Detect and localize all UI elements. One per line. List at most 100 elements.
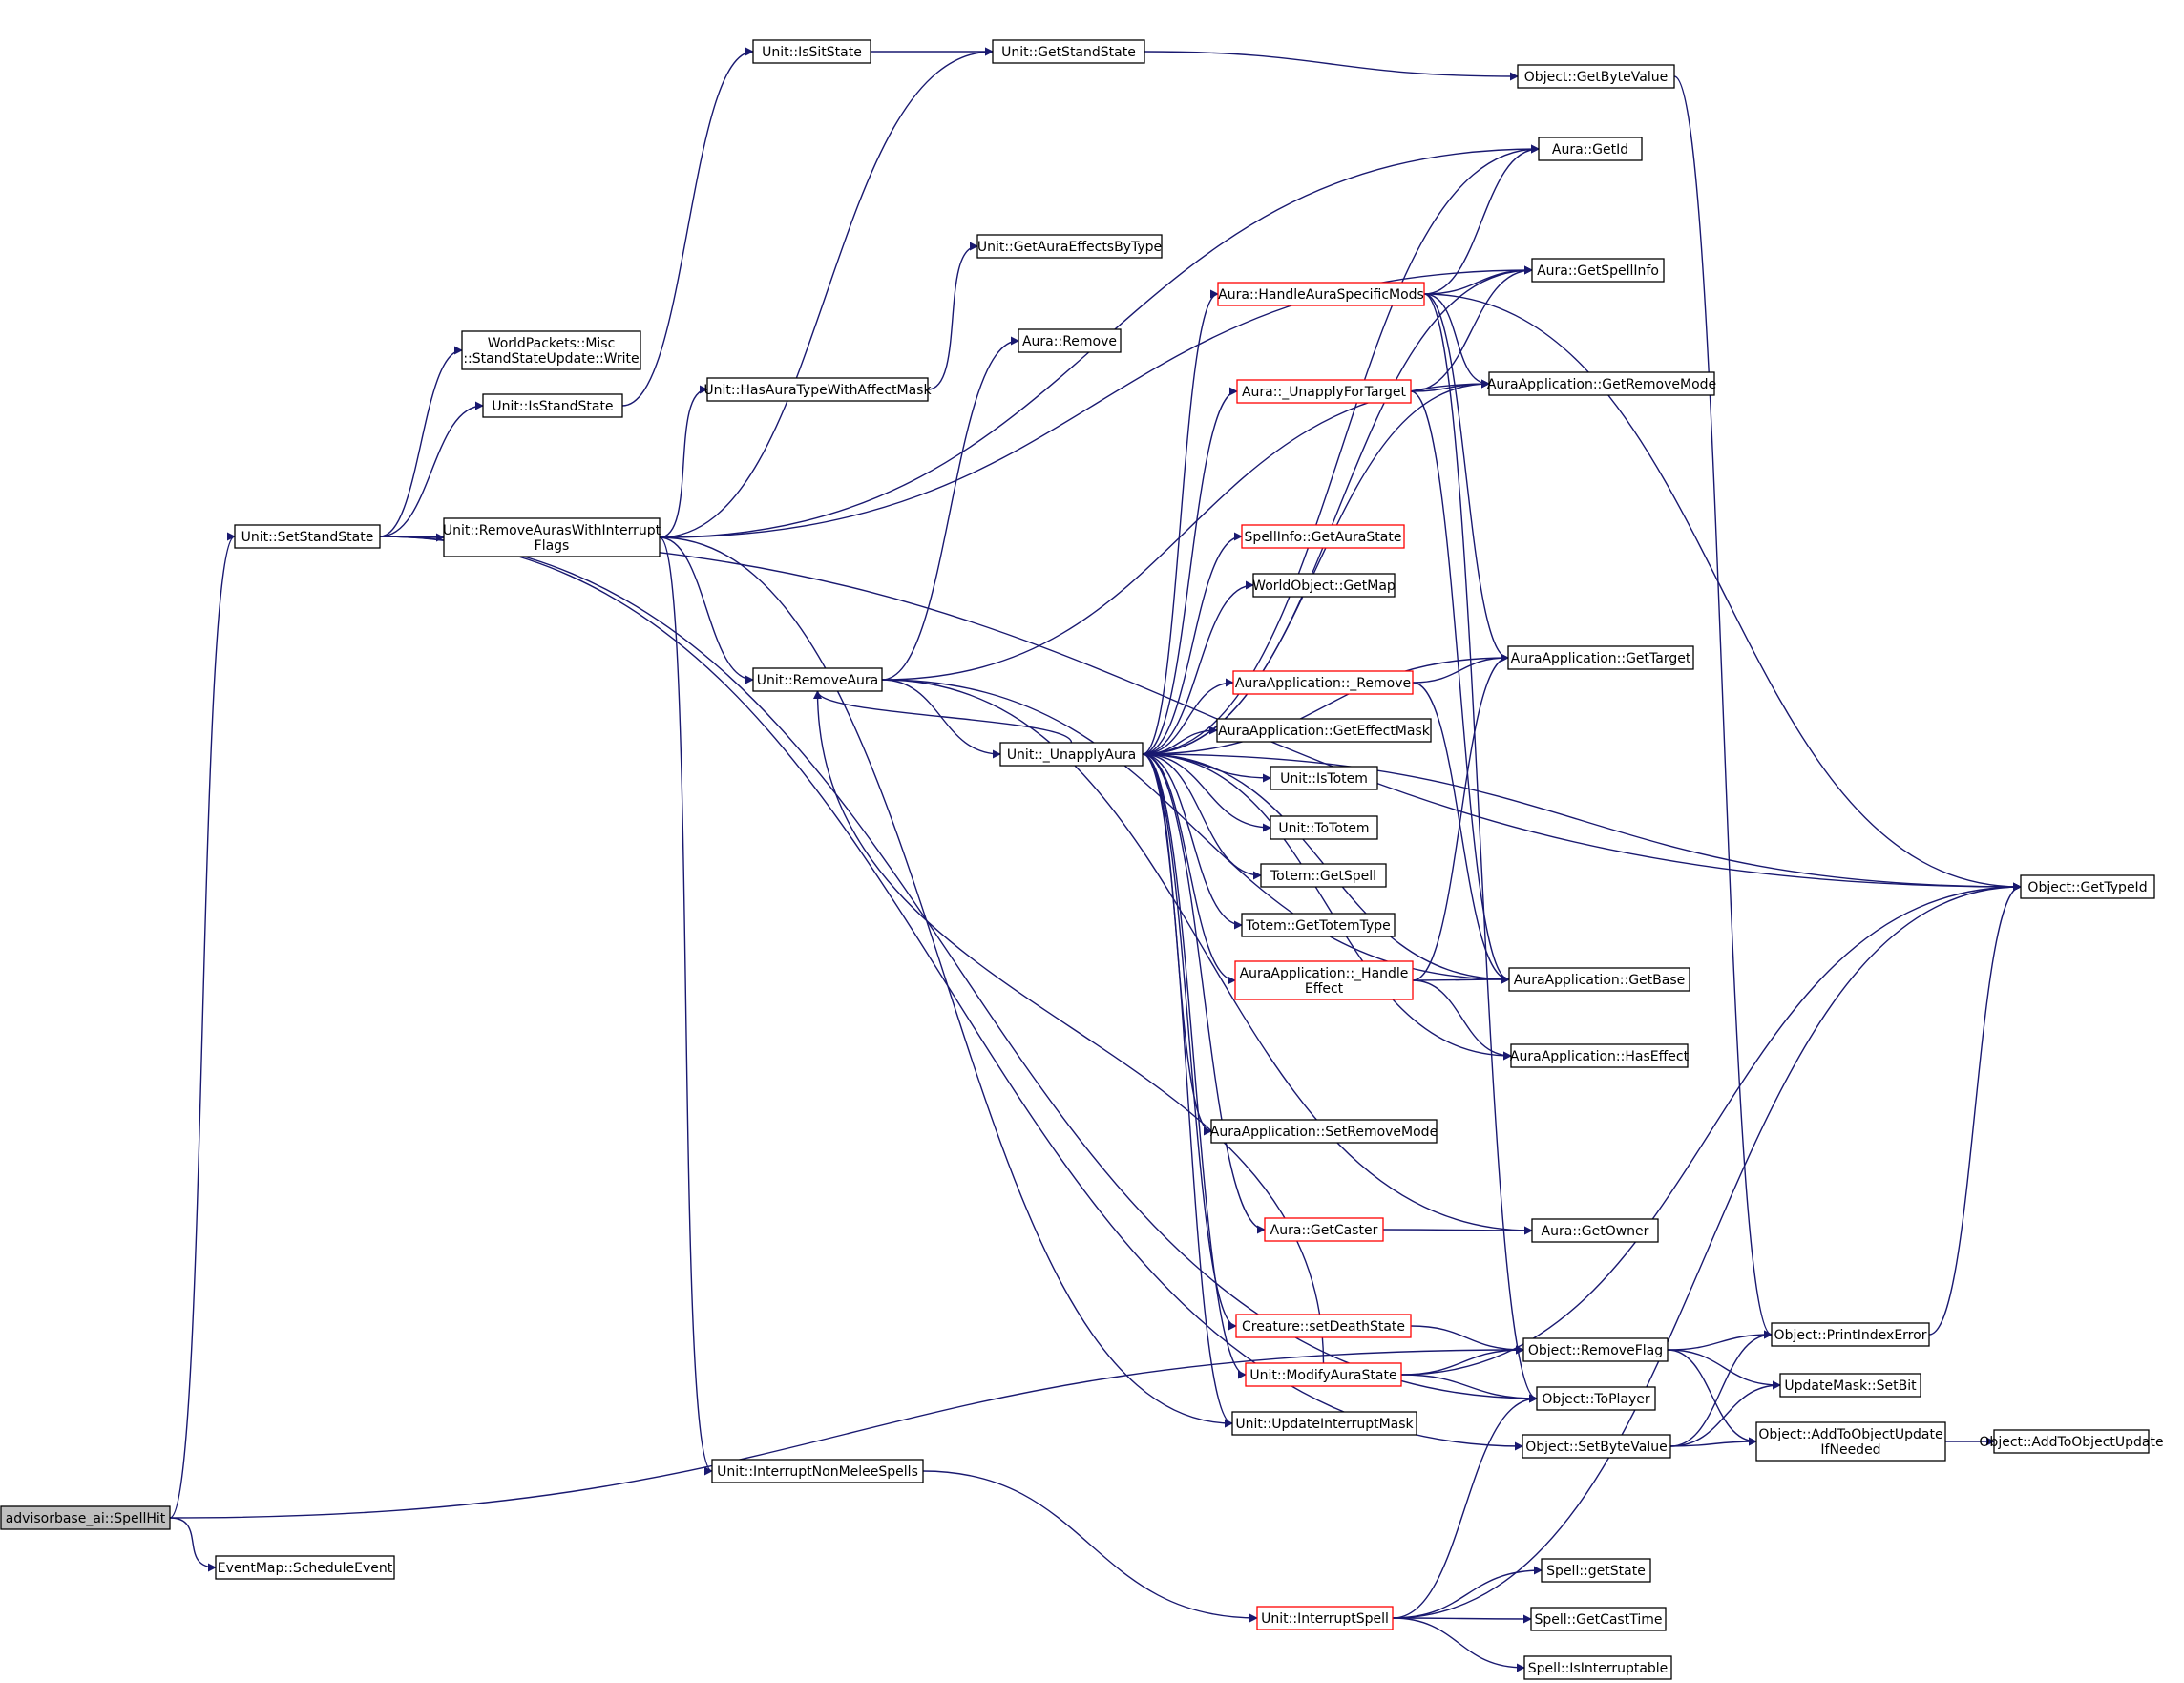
node-isinterruptable[interactable]: Spell::IsInterruptable (1523, 1655, 1672, 1680)
edge-removeflags-to-updatemask (659, 536, 1233, 1428)
node-box (1517, 64, 1675, 89)
edge-setstand-to-isstand (379, 401, 484, 537)
node-totemtype[interactable]: Totem::GetTotemType (1241, 913, 1396, 937)
node-label: Unit::ModifyAuraState (1250, 1368, 1396, 1383)
node-spellhit[interactable]: advisorbase_ai::SpellHit (0, 1505, 171, 1530)
edge-setstand-to-gettypeid (379, 536, 2022, 892)
node-printindex[interactable]: Object::PrintIndexError (1771, 1322, 1930, 1347)
node-aaeffectmask[interactable]: AuraApplication::GetEffectMask (1216, 718, 1432, 743)
edge-unapply-to-gettarget (1142, 653, 1509, 755)
node-box (1256, 1606, 1394, 1630)
edge-unapply-to-tototem (1142, 753, 1271, 832)
node-label: AuraApplication::GetEffectMask (1218, 724, 1431, 739)
node-box (1241, 524, 1405, 549)
node-label: Unit::HasAuraTypeWithAffectMask (704, 383, 932, 398)
node-getmap[interactable]: WorldObject::GetMap (1252, 573, 1396, 598)
node-totemspell[interactable]: Totem::GetSpell (1260, 863, 1387, 888)
node-box (1216, 718, 1432, 743)
node-getstand[interactable]: Unit::GetStandState (992, 39, 1145, 64)
edge-unapply-to-getremovemode (1142, 379, 1490, 755)
node-gettypeid[interactable]: Object::GetTypeId (2020, 874, 2155, 899)
edge-aaremove-to-gettarget (1412, 653, 1509, 684)
edge-modifystate-to-removeaura (813, 690, 1325, 1364)
edge-handlemods-to-gettypeid (1423, 293, 2022, 892)
node-box (1522, 1337, 1669, 1362)
node-toplayer[interactable]: Object::ToPlayer (1536, 1386, 1656, 1411)
edge-interruptspell-to-gettypeid (1392, 882, 2022, 1619)
node-label: Unit::GetStandState (1001, 45, 1136, 60)
node-label: Aura::GetOwner (1542, 1224, 1649, 1239)
node-getbase[interactable]: AuraApplication::GetBase (1508, 967, 1690, 992)
node-getbytevalue[interactable]: Object::GetByteValue (1517, 64, 1675, 89)
edge-interruptspell-to-isinterruptable (1392, 1617, 1525, 1672)
node-label: Unit::IsTotem (1280, 771, 1368, 787)
node-label: SpellInfo::GetAuraState (1245, 530, 1402, 545)
edge-removeflags-to-interruptnonmelee (659, 536, 713, 1476)
node-box (992, 39, 1145, 64)
node-schedule[interactable]: EventMap::ScheduleEvent (215, 1555, 395, 1580)
edge-removeflags-to-removeaura (659, 536, 754, 684)
edge-unapply-to-totemspell (1142, 753, 1262, 880)
edge-setbytevalue-to-setbit (1670, 1380, 1781, 1447)
edge-unapplytarget-to-getspellinfo (1410, 265, 1533, 392)
node-box (1270, 815, 1378, 840)
node-istotem[interactable]: Unit::IsTotem (1270, 766, 1378, 790)
node-geteffects[interactable]: Unit::GetAuraEffectsByType (976, 234, 1163, 259)
node-label: Unit::_UnapplyAura (1007, 747, 1136, 763)
node-box (1270, 766, 1378, 790)
node-handlemods[interactable]: Aura::HandleAuraSpecificMods (1217, 282, 1425, 306)
node-issit[interactable]: Unit::IsSitState (752, 39, 872, 64)
node-getowner[interactable]: Aura::GetOwner (1531, 1218, 1659, 1243)
node-interruptnonmelee[interactable]: Unit::InterruptNonMeleeSpells (711, 1459, 924, 1483)
node-auraremove[interactable]: Aura::Remove (1018, 328, 1122, 353)
node-box (0, 1505, 171, 1530)
node-hastype[interactable]: Unit::HasAuraTypeWithAffectMask (704, 377, 932, 402)
node-getspellinfo[interactable]: Aura::GetSpellInfo (1531, 258, 1665, 283)
edge-unapply-to-aaremove (1142, 678, 1234, 755)
node-getcaster[interactable]: Aura::GetCaster (1264, 1217, 1384, 1242)
node-box (1217, 282, 1425, 306)
node-box (752, 39, 872, 64)
node-label: Spell::getState (1546, 1564, 1646, 1579)
node-label: Unit::IsStandState (492, 399, 613, 414)
node-box (2020, 874, 2155, 899)
node-box (234, 524, 381, 549)
node-unapplytarget[interactable]: Aura::_UnapplyForTarget (1236, 379, 1412, 404)
node-aaremove[interactable]: AuraApplication::_Remove (1232, 670, 1414, 695)
node-isstand[interactable]: Unit::IsStandState (482, 393, 623, 418)
node-setdeath[interactable]: Creature::setDeathState (1235, 1314, 1412, 1338)
node-auragetid[interactable]: Aura::GetId (1538, 137, 1643, 161)
node-updatemask[interactable]: Unit::UpdateInterruptMask (1231, 1411, 1418, 1436)
node-label: Object::SetByteValue (1525, 1440, 1667, 1455)
node-box (1231, 1411, 1418, 1436)
node-setbit[interactable]: UpdateMask::SetBit (1779, 1373, 1922, 1398)
node-addupdate[interactable]: Object::AddToObjectUpdate (1979, 1429, 2164, 1454)
node-removeaura[interactable]: Unit::RemoveAura (752, 667, 883, 692)
node-tototem[interactable]: Unit::ToTotem (1270, 815, 1378, 840)
node-setbytevalue[interactable]: Object::SetByteValue (1522, 1434, 1671, 1459)
edge-setdeath-to-removeflag (1410, 1325, 1524, 1355)
node-aasetremove[interactable]: AuraApplication::SetRemoveMode (1210, 1119, 1438, 1144)
node-getaurastate[interactable]: SpellInfo::GetAuraState (1241, 524, 1405, 549)
node-removeflag[interactable]: Object::RemoveFlag (1522, 1337, 1669, 1362)
node-wpwrite[interactable]: WorldPackets::Misc::StandStateUpdate::Wr… (461, 330, 641, 370)
edge-spellhit-to-removeflag (169, 1345, 1524, 1519)
node-interruptspell[interactable]: Unit::InterruptSpell (1256, 1606, 1394, 1630)
node-getcasttime[interactable]: Spell::GetCastTime (1530, 1607, 1667, 1631)
edge-getbytevalue-to-printindex (1673, 75, 1773, 1339)
node-getstate[interactable]: Spell::getState (1541, 1558, 1651, 1583)
node-label: Aura::GetCaster (1270, 1223, 1378, 1238)
node-getremovemode[interactable]: AuraApplication::GetRemoveMode (1487, 371, 1716, 396)
node-label: Aura::GetSpellInfo (1537, 263, 1659, 279)
node-modifystate[interactable]: Unit::ModifyAuraState (1245, 1362, 1402, 1387)
node-haseffect[interactable]: AuraApplication::HasEffect (1510, 1043, 1690, 1068)
node-setstand[interactable]: Unit::SetStandState (234, 524, 381, 549)
node-box (1252, 573, 1396, 598)
node-box (1264, 1217, 1384, 1242)
node-unapply[interactable]: Unit::_UnapplyAura (999, 742, 1144, 767)
node-gettarget[interactable]: AuraApplication::GetTarget (1507, 645, 1694, 670)
